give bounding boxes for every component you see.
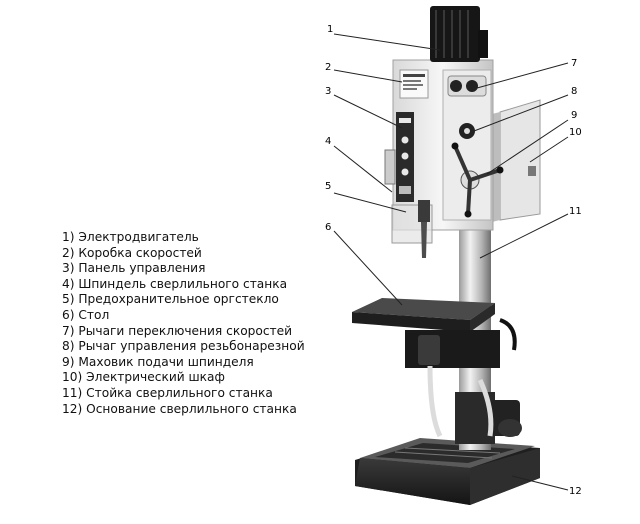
callout-6: 6 [325,222,331,233]
legend-item: 9) Маховик подачи шпинделя [62,354,254,369]
electric-motor [430,6,488,62]
legend-item: 5) Предохранительное оргстекло [62,292,279,307]
callout-numbers: 1 2 3 4 5 6 7 8 9 10 11 12 [325,24,582,497]
legend-item: 8) Рычаг управления резьбонарезной [62,339,305,354]
callout-3: 3 [325,86,331,97]
machine-base [355,438,540,505]
legend-item: 3) Панель управления [62,261,206,276]
machine-table [352,298,517,438]
callout-2: 2 [325,62,331,73]
callout-1: 1 [327,24,333,35]
callout-5: 5 [325,181,331,192]
callout-10: 10 [569,127,582,138]
parts-legend: 1) Электродвигатель 2) Коробка скоростей… [62,230,332,417]
leader-lines [333,33,569,491]
legend-item: 1) Электродвигатель [62,230,199,244]
legend-item: 11) Стойка сверлильного станка [62,385,273,400]
legend-item: 2) Коробка скоростей [62,245,202,260]
legend-item: 7) Рычаги переключения скоростей [62,323,293,338]
callout-9: 9 [571,110,577,121]
legend-item: 4) Шпиндель сверлильного станка [62,276,288,291]
callout-11: 11 [569,206,582,217]
machine-head [384,59,504,258]
legend-item: 6) Стол [62,307,110,322]
electrical-cabinet [492,99,541,222]
callout-4: 4 [325,136,331,147]
legend-item: 12) Основание сверлильного станка [62,401,297,416]
legend-item: 10) Электрический шкаф [62,370,225,385]
callout-7: 7 [571,58,577,69]
callout-8: 8 [571,86,577,97]
callout-12: 12 [569,486,582,497]
